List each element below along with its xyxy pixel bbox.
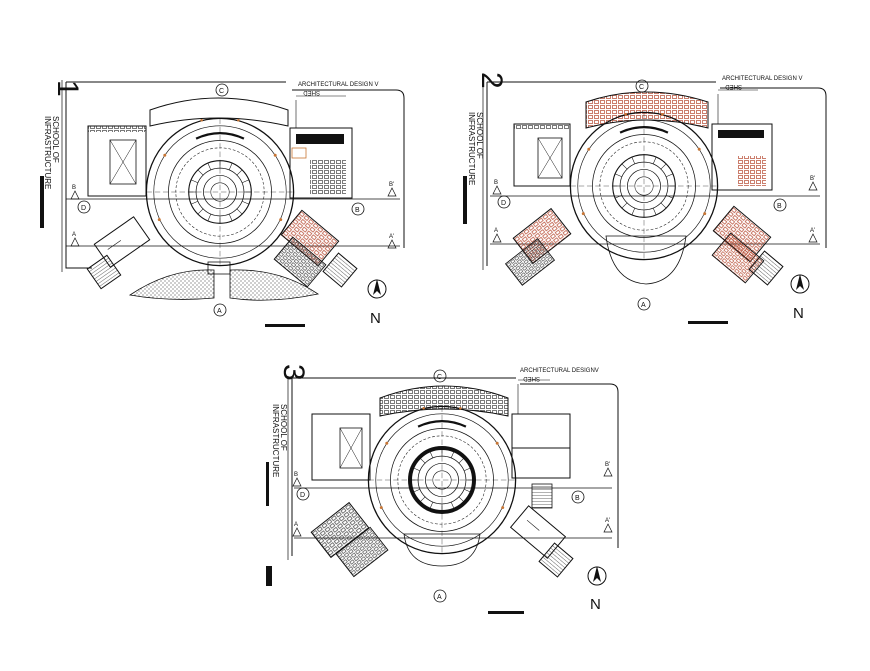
section-mark-a-left: A xyxy=(494,228,498,234)
section-mark-b: B xyxy=(777,203,782,210)
section-mark-b-left: B xyxy=(494,180,498,186)
section-mark-a-left: A xyxy=(72,232,76,238)
section-mark-c: C xyxy=(639,84,644,91)
north-label: N xyxy=(590,596,601,613)
section-mark-b: B xyxy=(355,207,360,214)
section-mark-c: C xyxy=(437,374,442,381)
section-mark-a: A xyxy=(641,302,646,309)
school-label-line2: INFRASTRUCTURE xyxy=(467,112,476,185)
section-mark-b-left: B xyxy=(294,472,298,478)
section-mark-a-left: A xyxy=(294,522,298,528)
design-header: ARCHITECTURAL DESIGN V xyxy=(298,82,378,88)
scale-bar xyxy=(265,324,305,327)
school-label-line1: SCHOOL OF xyxy=(279,404,288,451)
section-mark-c: C xyxy=(219,88,224,95)
scale-bar xyxy=(688,321,728,324)
plan-number: 3 xyxy=(277,364,310,381)
section-mark-d: D xyxy=(81,205,86,212)
section-mark-b-prime: B' xyxy=(810,176,815,182)
section-mark-a-prime: A' xyxy=(605,518,610,524)
plan-2 xyxy=(463,79,827,324)
plan-3 xyxy=(266,369,619,614)
design-header: ARCHITECTURAL DESIGNV xyxy=(520,368,599,374)
design-subheader: SHED xyxy=(303,89,320,95)
section-mark-b: B xyxy=(575,495,580,502)
section-mark-b-left: B xyxy=(72,185,76,191)
scale-bar xyxy=(488,611,524,614)
north-arrow-icon xyxy=(790,273,810,294)
section-mark-d: D xyxy=(300,492,305,499)
north-label: N xyxy=(793,305,804,322)
design-subheader: SHED xyxy=(725,83,742,89)
school-label-line2: INFRASTRUCTURE xyxy=(43,116,52,189)
plan-1 xyxy=(40,80,405,327)
design-header: ARCHITECTURAL DESIGN V xyxy=(722,76,802,82)
school-label-line1: SCHOOL OF xyxy=(51,116,60,163)
design-subheader: SHED xyxy=(523,375,540,381)
section-mark-d: D xyxy=(501,200,506,207)
north-arrow-icon xyxy=(367,278,387,299)
section-mark-a: A xyxy=(217,308,222,315)
section-mark-a-prime: A' xyxy=(810,228,815,234)
section-mark-b-prime: B' xyxy=(389,182,394,188)
section-mark-b-prime: B' xyxy=(605,462,610,468)
plan-number: 2 xyxy=(475,72,508,89)
school-label-line1: SCHOOL OF xyxy=(475,112,484,159)
section-mark-a: A xyxy=(437,594,442,601)
north-arrow-icon xyxy=(587,565,607,586)
north-label: N xyxy=(370,310,381,327)
plan-number: 1 xyxy=(51,80,84,97)
school-label-line2: INFRASTRUCTURE xyxy=(271,404,280,477)
section-mark-a-prime: A' xyxy=(389,234,394,240)
